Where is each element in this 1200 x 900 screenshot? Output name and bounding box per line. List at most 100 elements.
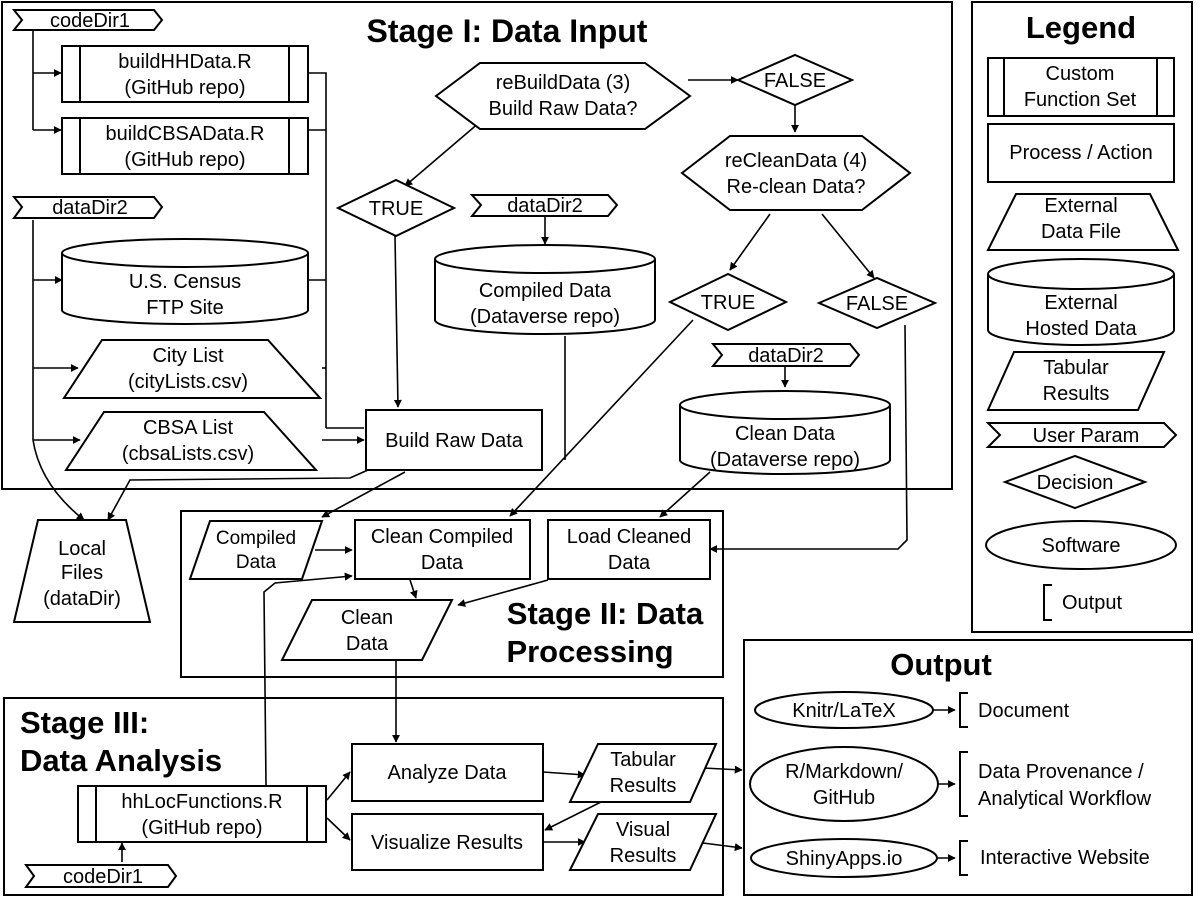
svg-text:buildHHData.R: buildHHData.R	[118, 51, 251, 73]
results-visual: Visual Results	[568, 813, 718, 871]
output-interactive-website: Interactive Website	[959, 840, 1150, 876]
process-clean-compiled-data: Clean Compiled Data	[354, 519, 531, 580]
svg-text:Data Provenance /: Data Provenance /	[978, 761, 1144, 783]
svg-text:Knitr/LaTeX: Knitr/LaTeX	[792, 700, 895, 722]
svg-text:Output: Output	[1062, 592, 1122, 614]
output-data-provenance: Data Provenance / Analytical Workflow	[959, 751, 1152, 817]
file-cbsa-list: CBSA List (cbsaLists.csv)	[64, 411, 319, 471]
svg-text:codeDir1: codeDir1	[63, 866, 143, 888]
svg-text:Build Raw Data: Build Raw Data	[385, 430, 524, 452]
svg-text:buildCBSAData.R: buildCBSAData.R	[106, 123, 265, 145]
svg-text:Clean Data: Clean Data	[735, 423, 836, 445]
results-clean-data: Clean Data	[280, 599, 454, 661]
process-analyze-data: Analyze Data	[351, 743, 544, 802]
hosted-clean-data: Clean Data (Dataverse repo)	[679, 390, 891, 475]
svg-text:Results: Results	[1043, 383, 1110, 405]
svg-text:FALSE: FALSE	[764, 70, 826, 92]
svg-text:Local: Local	[58, 538, 106, 560]
svg-text:(cbsaLists.csv): (cbsaLists.csv)	[122, 443, 254, 465]
svg-text:R/Markdown/: R/Markdown/	[785, 761, 903, 783]
svg-text:Function Set: Function Set	[1024, 89, 1137, 111]
svg-text:ShinyApps.io: ShinyApps.io	[786, 848, 903, 870]
svg-text:Software: Software	[1042, 535, 1121, 557]
output-frame	[743, 639, 1193, 896]
param-datadir2-clean: dataDir2	[710, 343, 861, 367]
legend-frame	[971, 1, 1193, 633]
param-datadir2-left: dataDir2	[11, 196, 164, 219]
svg-text:FTP Site: FTP Site	[146, 297, 223, 319]
stage-analysis-title: Stage III:	[20, 705, 149, 740]
legend-user-param: User Param	[985, 422, 1178, 448]
decision-false-reclean: FALSE	[816, 276, 938, 330]
decision-true-reclean: TRUE	[667, 272, 789, 332]
hosted-compiled-data: Compiled Data (Dataverse repo)	[434, 244, 656, 335]
svg-text:Re-clean Data?: Re-clean Data?	[727, 176, 866, 198]
svg-text:hhLocFunctions.R: hhLocFunctions.R	[121, 791, 282, 813]
legend-output: Output	[1043, 584, 1122, 621]
function-build-hh-data: buildHHData.R (GitHub repo)	[61, 45, 309, 103]
connectors	[32, 30, 956, 862]
svg-text:Clean Compiled: Clean Compiled	[371, 526, 513, 548]
svg-text:Document: Document	[978, 700, 1070, 722]
svg-text:Build Raw Data?: Build Raw Data?	[489, 98, 638, 120]
svg-text:External: External	[1044, 195, 1117, 217]
svg-text:codeDir1: codeDir1	[50, 10, 130, 32]
file-city-list: City List (cityLists.csv)	[62, 339, 323, 399]
process-build-raw-data: Build Raw Data	[365, 409, 543, 471]
svg-text:TRUE: TRUE	[369, 198, 423, 220]
legend-software: Software	[985, 520, 1177, 570]
svg-text:Data: Data	[236, 552, 277, 573]
legend-title: Legend	[1026, 10, 1136, 45]
svg-text:(GitHub repo): (GitHub repo)	[141, 817, 262, 839]
param-datadir2-compiled: dataDir2	[469, 194, 619, 217]
svg-text:Tabular: Tabular	[1043, 357, 1109, 379]
svg-text:reCleanData (4): reCleanData (4)	[725, 150, 867, 172]
svg-text:Visual: Visual	[616, 819, 670, 841]
svg-text:Hosted Data: Hosted Data	[1025, 318, 1137, 340]
svg-text:reBuildData (3): reBuildData (3)	[496, 72, 631, 94]
svg-text:Data: Data	[346, 633, 389, 655]
svg-text:dataDir2: dataDir2	[507, 195, 583, 217]
svg-text:Analyze Data: Analyze Data	[388, 762, 508, 784]
svg-text:GitHub: GitHub	[813, 787, 875, 809]
software-rmarkdown-github: R/Markdown/ GitHub	[749, 746, 939, 822]
stage-input-title: Stage I: Data Input	[367, 13, 648, 49]
svg-text:Data: Data	[608, 552, 651, 574]
results-tabular: Tabular Results	[568, 743, 718, 803]
svg-text:Files: Files	[61, 562, 103, 584]
stage-analysis-frame	[3, 697, 724, 896]
legend-process-action: Process / Action	[987, 123, 1175, 183]
svg-text:FALSE: FALSE	[846, 293, 908, 315]
legend-external-hosted-data: External Hosted Data	[987, 258, 1175, 346]
param-codedir1-bottom: codeDir1	[24, 864, 178, 888]
output-title: Output	[890, 647, 992, 682]
svg-text:(Dataverse repo): (Dataverse repo)	[710, 449, 860, 471]
stage-processing-frame	[180, 510, 724, 678]
svg-text:Tabular: Tabular	[610, 749, 676, 771]
software-knitr-latex: Knitr/LaTeX	[754, 691, 934, 729]
decision-rebuild-data: reBuildData (3) Build Raw Data?	[434, 62, 692, 130]
svg-text:(Dataverse repo): (Dataverse repo)	[470, 306, 620, 328]
legend-tabular-results: Tabular Results	[986, 351, 1166, 411]
results-compiled-data: Compiled Data	[188, 520, 324, 580]
stage-processing-title-2: Processing	[506, 634, 673, 669]
svg-text:Results: Results	[610, 775, 677, 797]
legend-external-data-file: External Data File	[986, 193, 1180, 251]
svg-text:Load Cleaned: Load Cleaned	[567, 526, 692, 548]
decision-true-rebuild: TRUE	[335, 178, 457, 238]
svg-text:Clean: Clean	[341, 607, 393, 629]
svg-text:U.S. Census: U.S. Census	[129, 271, 241, 293]
svg-text:TRUE: TRUE	[701, 292, 755, 314]
function-build-cbsa-data: buildCBSAData.R (GitHub repo)	[61, 117, 309, 175]
svg-text:dataDir2: dataDir2	[748, 345, 824, 367]
stage-processing-title: Stage II: Data	[507, 596, 704, 631]
svg-text:User Param: User Param	[1033, 425, 1140, 447]
svg-text:Process / Action: Process / Action	[1009, 142, 1152, 164]
svg-text:Data: Data	[421, 552, 464, 574]
svg-text:Compiled Data: Compiled Data	[479, 280, 612, 302]
svg-text:Decision: Decision	[1037, 472, 1114, 494]
svg-text:Results: Results	[610, 845, 677, 867]
svg-text:(dataDir): (dataDir)	[43, 588, 121, 610]
svg-text:Compiled: Compiled	[216, 528, 296, 549]
